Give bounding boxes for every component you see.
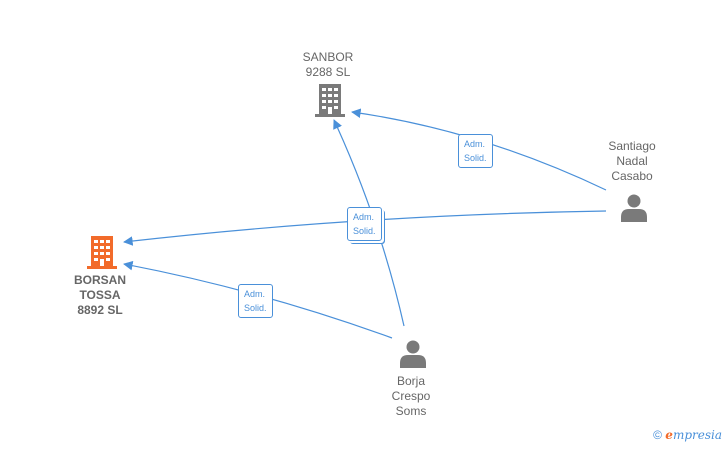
edge-label-center[interactable]: Adm. Solid. bbox=[347, 207, 382, 241]
person-icon[interactable] bbox=[619, 193, 649, 223]
node-label-santiago: Santiago Nadal Casabo bbox=[608, 139, 656, 183]
node-label-sanbor: SANBOR 9288 SL bbox=[302, 50, 354, 79]
edge-label-borja-borsan[interactable]: Adm. Solid. bbox=[238, 284, 273, 318]
brand-initial: e bbox=[665, 428, 673, 442]
building-icon[interactable] bbox=[85, 234, 119, 270]
person-icon[interactable] bbox=[398, 339, 428, 369]
empresia-logo: © empresia bbox=[653, 428, 722, 442]
brand-name: mpresia bbox=[672, 428, 722, 442]
building-icon[interactable] bbox=[313, 82, 347, 118]
node-label-borsan: BORSAN TOSSA 8892 SL bbox=[73, 273, 126, 317]
edge-label-santiago-sanbor[interactable]: Adm. Solid. bbox=[458, 134, 493, 168]
node-label-borja: Borja Crespo Soms bbox=[391, 374, 431, 418]
copyright-symbol: © bbox=[653, 428, 662, 442]
